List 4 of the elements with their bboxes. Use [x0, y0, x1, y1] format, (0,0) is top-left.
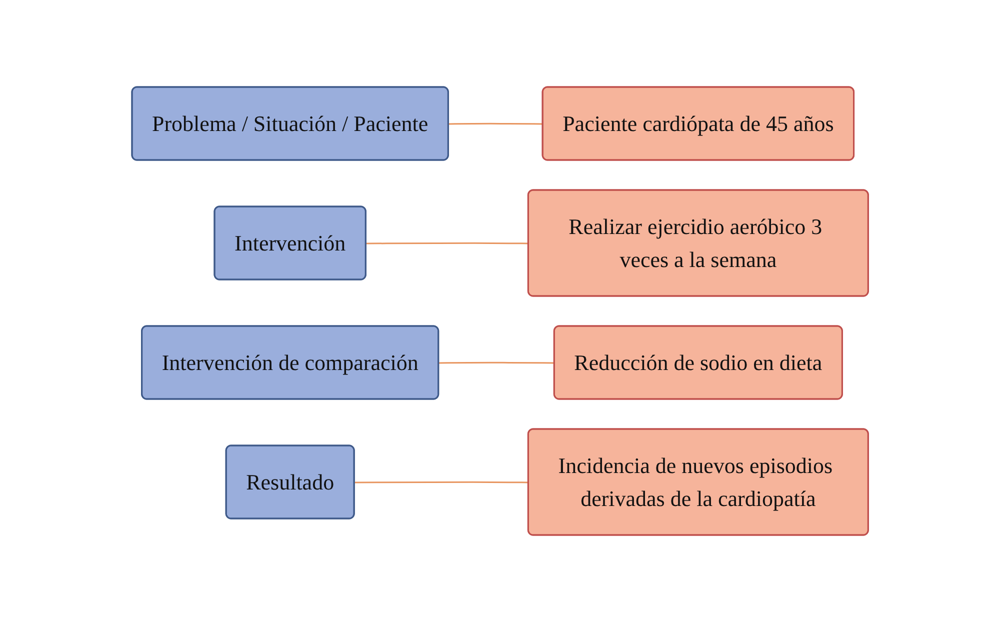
connector: [448, 122, 543, 124]
connector: [366, 242, 529, 244]
connector: [354, 480, 529, 483]
connector: [438, 361, 555, 364]
